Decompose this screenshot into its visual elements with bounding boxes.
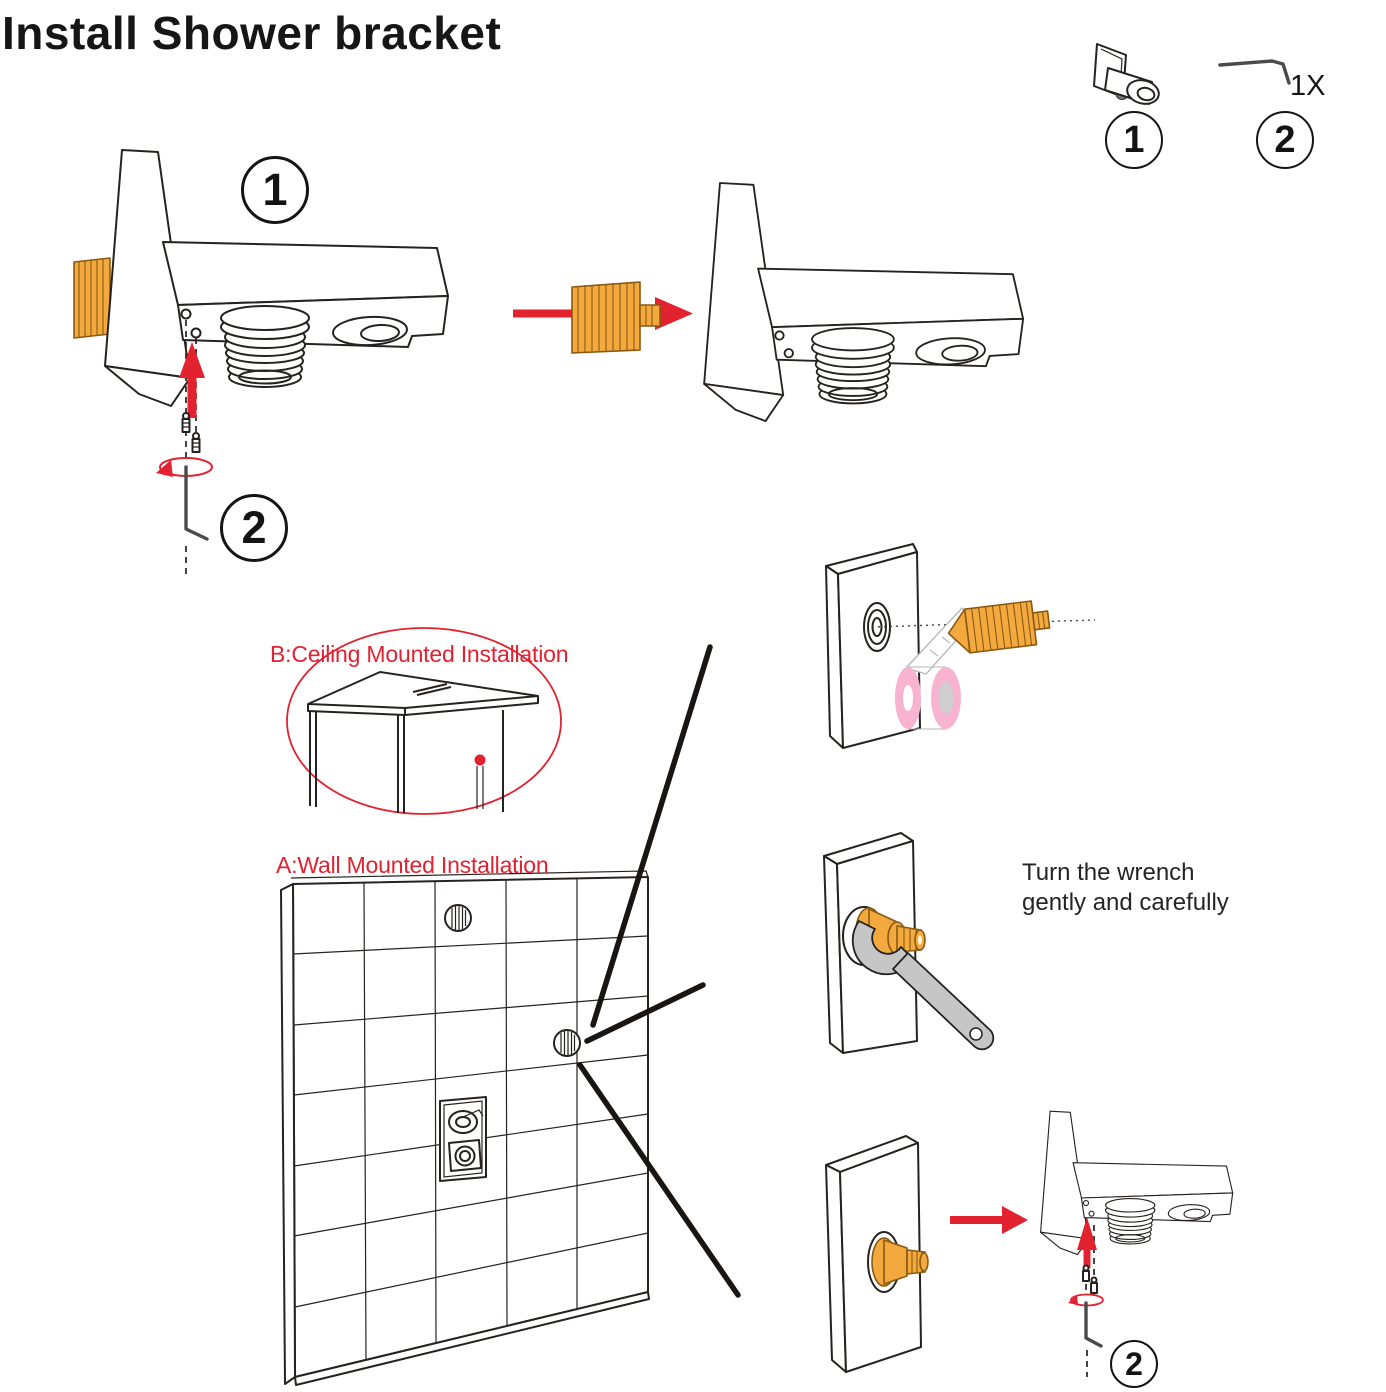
shower-bracket-drawing (703, 182, 1025, 423)
wrench-caption-line2: gently and carefully (1022, 889, 1229, 916)
callout-line (577, 1062, 741, 1298)
rotation-direction-icon (156, 457, 213, 477)
page-title: Install Shower bracket (2, 7, 502, 59)
set-screw-icon (181, 412, 191, 433)
wall-block-drawing (825, 543, 921, 749)
mixing-valve-drawing (439, 1096, 487, 1182)
brass-supply-connector-icon (73, 257, 111, 339)
tape-adapter-detail (825, 543, 1096, 749)
allen-wrench-drawing (1084, 1301, 1103, 1348)
parts-box-icons (1093, 43, 1291, 105)
brass-adapter-icon (947, 600, 1051, 654)
wrench-detail (823, 832, 995, 1054)
ceiling-mounted-illustration (286, 627, 562, 815)
part1-number-badge: 1 (1105, 111, 1163, 169)
insert-step-illustration (513, 182, 1025, 423)
wall-anchor-hole (444, 904, 472, 932)
part2-number-badge: 2 (1256, 111, 1314, 169)
callout-line (584, 982, 706, 1044)
wall-anchor-hole (553, 1029, 581, 1057)
callout-line (590, 644, 713, 1028)
shower-bracket-drawing (1040, 1110, 1234, 1256)
step1-badge: 1 (241, 156, 309, 224)
part2-quantity: 1X (1290, 70, 1326, 102)
open-wrench-icon (851, 920, 995, 1051)
wall-mounted-label: A:Wall Mounted Installation (276, 852, 549, 878)
set-screw-icon (1090, 1276, 1098, 1294)
ceiling-outlet-dot (474, 754, 486, 809)
step1-illustration (73, 149, 449, 577)
red-up-arrow (1077, 1217, 1097, 1268)
thread-tape-rolls-icon (895, 666, 961, 730)
wrench-caption-line1: Turn the wrench (1022, 859, 1195, 886)
detail-tool-badge: 2 (1110, 1340, 1158, 1388)
attach-bracket-detail (825, 1110, 1234, 1377)
ceiling-mounted-label: B:Ceiling Mounted Installation (270, 641, 569, 667)
red-up-arrow (179, 342, 205, 418)
step1-tool-badge: 2 (220, 494, 288, 562)
brass-fitting-icon (871, 1237, 929, 1287)
ceiling-drawing (307, 671, 539, 813)
shower-bracket-icon (1093, 43, 1160, 105)
tiled-wall-drawing (280, 870, 650, 1386)
set-screw-icon (1082, 1264, 1090, 1282)
insert-direction-arrow (950, 1206, 1028, 1234)
highlight-ellipse (286, 627, 562, 815)
allen-wrench-icon (1218, 59, 1291, 85)
brass-adapter-icon (571, 281, 661, 354)
alignment-axis-dotted (871, 619, 1096, 628)
set-screw-icon (191, 432, 201, 453)
allen-wrench-drawing (184, 465, 209, 541)
